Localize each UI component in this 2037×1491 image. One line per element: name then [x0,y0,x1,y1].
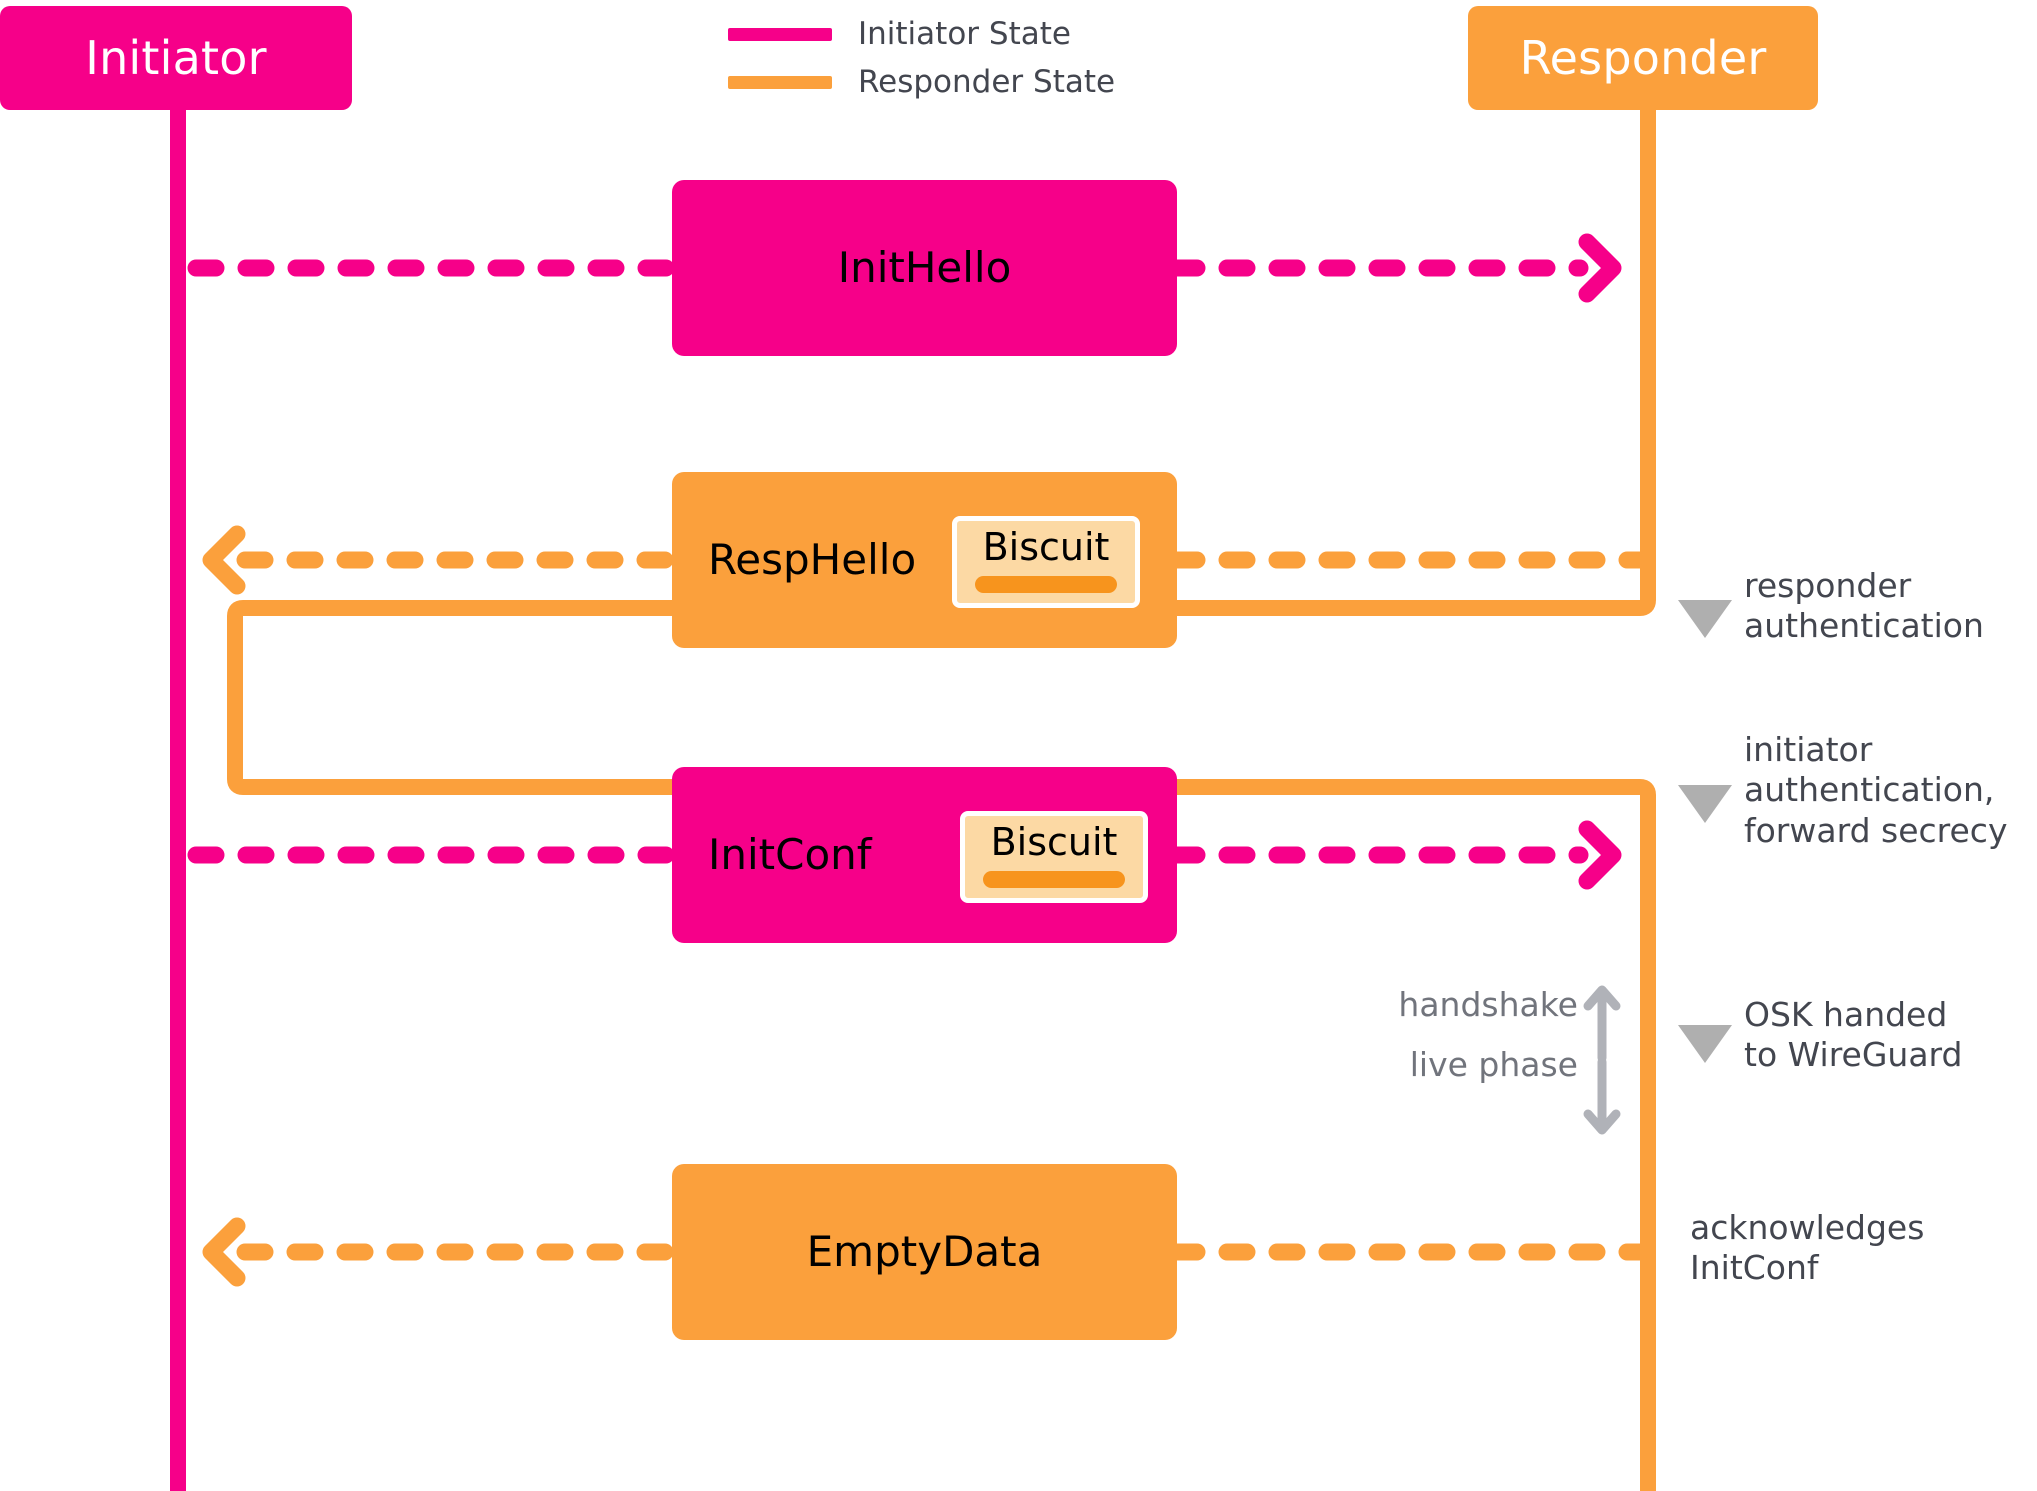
legend-item-initiator-state: Initiator State [728,10,1115,58]
message-box-inithello[interactable]: InitHello [672,180,1177,356]
initiator-auth-triangle-down-icon [1678,785,1732,823]
resphello-arrowhead-icon [202,525,246,595]
responder-state-to-lifeline [1175,599,1656,616]
actor-responder-label: Responder [1519,31,1767,85]
legend-label-responder-state: Responder State [858,63,1116,100]
emptydata-arrowhead-icon [202,1217,246,1287]
live-phase-arrow-down-icon [1583,1057,1621,1135]
biscuit-bar-icon [983,870,1125,888]
note-responder-authentication: responder authentication [1744,566,1984,646]
initconf-arrowhead-icon [1578,820,1622,890]
legend: Initiator State Responder State [728,10,1115,106]
legend-label-initiator-state: Initiator State [858,15,1071,52]
phase-label-live-phase: live phase [1409,1045,1578,1084]
phase-label-handshake: handshake [1398,985,1578,1024]
message-label-initconf: InitConf [708,830,872,879]
legend-item-responder-state: Responder State [728,58,1115,106]
actor-responder[interactable]: Responder [1468,6,1818,110]
responder-auth-triangle-down-icon [1678,600,1732,638]
biscuit-label-resphello: Biscuit [982,524,1110,569]
message-box-resphello[interactable]: RespHello Biscuit [672,472,1177,648]
legend-swatch-initiator-icon [728,27,832,41]
inithello-arrowhead-icon [1578,233,1622,303]
biscuit-label-initconf: Biscuit [990,819,1118,864]
note-acknowledges-initconf: acknowledges InitConf [1690,1208,1925,1288]
message-label-inithello: InitHello [837,243,1012,292]
note-osk-handed-to-wireguard: OSK handed to WireGuard [1744,995,1963,1075]
message-label-emptydata: EmptyData [806,1227,1043,1276]
message-label-resphello: RespHello [708,535,917,584]
legend-swatch-responder-icon [728,75,832,89]
osk-handed-triangle-down-icon [1678,1025,1732,1063]
message-box-initconf[interactable]: InitConf Biscuit [672,767,1177,943]
message-box-emptydata[interactable]: EmptyData [672,1164,1177,1340]
responder-state-carry-biscuit [227,600,672,795]
biscuit-badge-resphello[interactable]: Biscuit [952,516,1140,608]
actor-initiator[interactable]: Initiator [0,6,352,110]
biscuit-bar-icon [975,575,1117,593]
biscuit-badge-initconf[interactable]: Biscuit [960,811,1148,903]
handshake-arrow-up-icon [1583,985,1621,1063]
responder-state-initconf-to-lifeline [1175,779,1656,796]
actor-initiator-label: Initiator [85,31,267,85]
note-initiator-authentication: initiator authentication, forward secrec… [1744,730,2008,850]
